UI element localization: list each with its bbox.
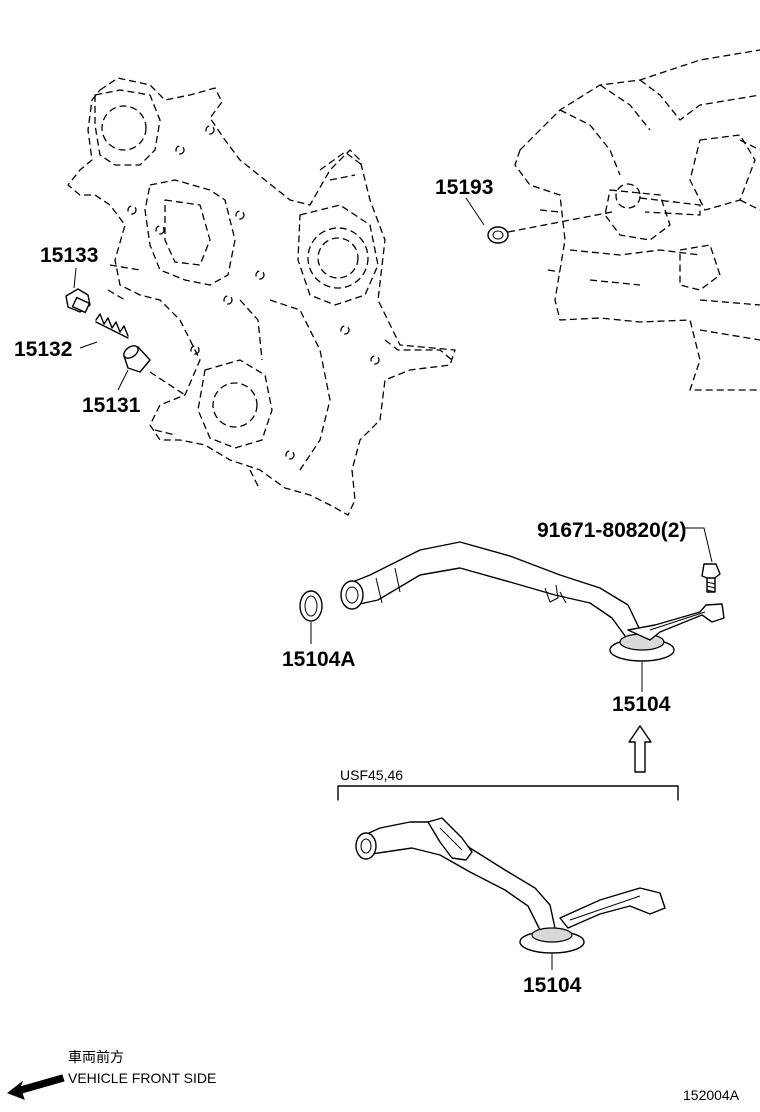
part-15104-strainer-upper <box>340 541 725 692</box>
label-15104A: 15104A <box>282 648 356 671</box>
variant-note: USF45,46 <box>340 767 403 783</box>
arrow-left-down-icon <box>6 1074 65 1100</box>
variant-bracket <box>337 785 679 801</box>
part-15131-valve <box>117 345 186 396</box>
part-15132-spring <box>79 313 129 349</box>
label-15133: 15133 <box>40 244 98 267</box>
label-15193: 15193 <box>435 176 493 199</box>
part-15133-plug <box>65 267 91 314</box>
part-15193-seal <box>465 197 613 244</box>
vehicle-front-label: VEHICLE FRONT SIDE <box>68 1070 216 1086</box>
label-15132: 15132 <box>14 338 72 361</box>
label-15131: 15131 <box>82 394 141 417</box>
part-15104-strainer-lower <box>355 817 666 970</box>
label-91671-80820: 91671-80820(2) <box>537 519 686 542</box>
part-91671-bolt <box>683 527 721 593</box>
engine-block-illustration <box>514 49 760 391</box>
part-15104A-o-ring <box>299 590 323 644</box>
vehicle-front-label-jp: 車両前方 <box>68 1049 124 1065</box>
timing-cover-illustration <box>67 77 456 516</box>
label-15104-upper: 15104 <box>612 693 671 716</box>
label-15104-lower: 15104 <box>523 974 582 997</box>
diagram-id: 152004A <box>683 1087 740 1103</box>
hollow-arrow-up-icon <box>628 725 652 773</box>
